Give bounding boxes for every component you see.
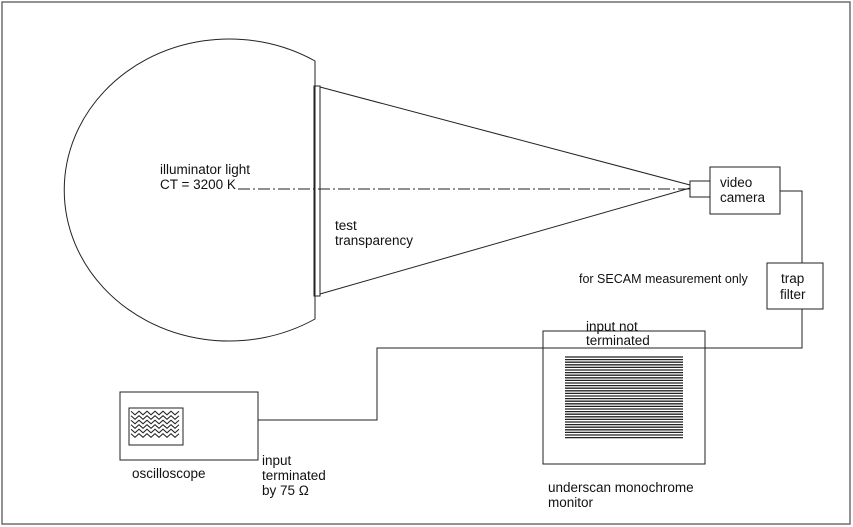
oscilloscope-input-line3: by 75 Ω	[262, 483, 309, 498]
cone-top-edge	[319, 86, 691, 186]
transparency-label-line1: test	[335, 218, 357, 233]
monitor-box	[542, 330, 706, 465]
oscilloscope-input-line2: terminated	[262, 468, 326, 483]
monitor-name-line1: underscan monochrome	[548, 480, 694, 495]
oscilloscope-wave-trace	[130, 410, 180, 416]
cone-bottom-edge	[319, 187, 691, 295]
oscilloscope-wave-trace	[130, 419, 180, 425]
monitor-screen-lines	[565, 356, 683, 439]
oscilloscope-waveform	[130, 410, 180, 438]
transparency-plate	[313, 85, 321, 297]
cable-filter-to-loop	[258, 309, 803, 421]
illuminator-sphere	[63, 38, 316, 342]
trap-filter-label-line1: trap	[781, 271, 805, 286]
cable-camera-to-filter	[780, 190, 803, 263]
oscilloscope-wave-trace	[130, 424, 180, 429]
secam-note: for SECAM measurement only	[579, 272, 748, 286]
camera-lens	[689, 180, 711, 198]
oscilloscope-wave-trace	[130, 415, 180, 420]
monitor-input-label-line1: input not	[586, 319, 638, 334]
oscilloscope-screen	[128, 407, 184, 446]
oscilloscope-wave-trace	[130, 428, 180, 434]
trap-filter-label-line2: filter	[780, 287, 806, 302]
transparency-label-line2: transparency	[335, 233, 414, 248]
camera-label-line2: camera	[720, 190, 766, 205]
camera-label-line1: video	[720, 175, 753, 190]
oscilloscope-wave-trace	[130, 433, 180, 438]
oscilloscope-input-line1: input	[262, 453, 292, 468]
camera-body	[709, 166, 781, 215]
monitor-input-label-line2: terminated	[586, 333, 650, 348]
monitor-name-line2: monitor	[548, 495, 594, 510]
trap-filter-box	[766, 262, 824, 310]
oscilloscope-label: oscilloscope	[132, 466, 206, 481]
illuminator-label-line2: CT = 3200 K	[160, 177, 236, 192]
illuminator-label-line1: illuminator light	[160, 162, 251, 177]
